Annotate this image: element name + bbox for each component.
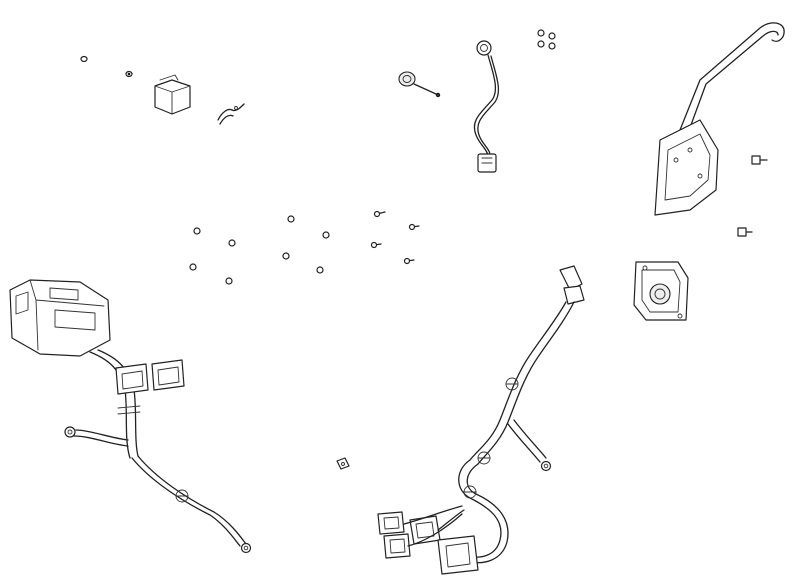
loose-fastener — [336, 457, 350, 470]
small-nut — [80, 55, 133, 78]
square-socket-outlet — [633, 261, 689, 321]
sensor-with-cable — [473, 40, 499, 173]
left-wiring-harness — [9, 279, 252, 554]
bolt — [737, 155, 768, 237]
relay-module — [154, 74, 191, 115]
mounting-clip — [217, 103, 245, 125]
right-wiring-harness — [377, 265, 585, 575]
grommet-plug — [398, 71, 441, 98]
bent-rod-bracket — [654, 22, 785, 216]
four-fastener-group — [537, 29, 556, 50]
fastener-cluster — [189, 210, 420, 285]
